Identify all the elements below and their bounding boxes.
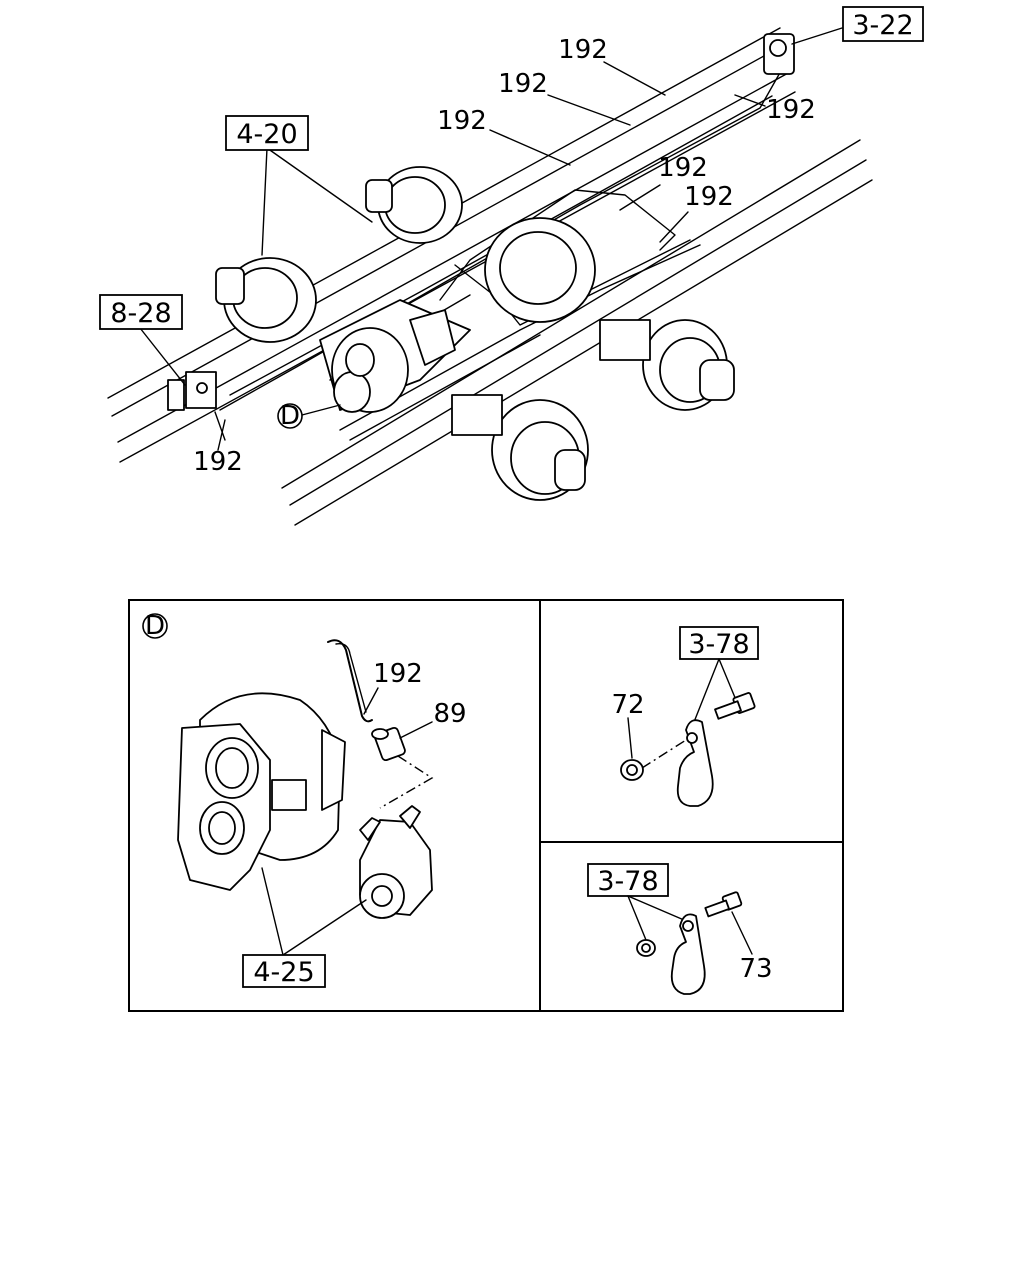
main-assembly-view: 3-22 4-20 8-28 D 192 192 192 192 192 192… [99,6,924,526]
callout-ref-4-25: 4-25 [242,954,326,988]
svg-text:8-28: 8-28 [110,298,171,329]
svg-text:3-78: 3-78 [688,629,749,660]
lower-axle-drum [451,394,589,501]
callout-ref-3-78-lower: 3-78 [587,863,669,897]
pipe-label: 192 [766,95,816,125]
main-leaders [139,27,843,451]
svg-text:3-78: 3-78 [597,866,658,897]
callout-ref-3-78-upper: 3-78 [679,626,759,660]
svg-text:D: D [280,401,300,431]
actuator-cylinder [359,805,433,919]
nut-label: 72 [611,690,644,720]
left-axle-drum [215,257,317,343]
callout-ref-3-22: 3-22 [842,6,924,42]
connector-89 [371,726,406,762]
svg-text:4-20: 4-20 [236,119,297,150]
callout-ref-8-28: 8-28 [99,294,183,330]
detail-panels [128,599,844,1012]
left-valve-bracket [167,371,217,411]
nut-72 [620,759,644,781]
pipe-label: 192 [558,35,608,65]
pipe-label: 192 [684,182,734,212]
pipe-clip-upper [676,719,714,807]
nut-lower [636,939,656,957]
housing-casting [177,692,346,891]
detail-d-marker: D [142,611,168,641]
bolt-73 [704,891,743,918]
pipe-label: 192 [498,69,548,99]
svg-text:D: D [145,611,165,641]
bolt-upper [714,692,756,720]
pipe-label: 192 [373,659,423,689]
right-axle-drum [599,319,735,411]
svg-text:4-25: 4-25 [253,957,314,988]
pipe-label: 192 [193,447,243,477]
detail-d-leaders [261,687,433,956]
upper-axle-drum [365,166,463,244]
connector-label: 89 [433,699,466,729]
pipe-clip-lower [670,913,706,995]
alignment-line [379,755,434,809]
detail-d-marker-main: D [277,401,303,431]
clip-detail-upper: 3-78 72 [611,626,759,807]
pipe-label: 192 [437,106,487,136]
svg-text:3-22: 3-22 [852,10,913,41]
callout-ref-4-20: 4-20 [225,115,309,151]
differential-housing [319,217,596,413]
top-right-fitting [763,33,795,75]
brake-pipe-192 [327,639,373,723]
bolt-label: 73 [739,954,772,984]
detail-d-panel: D [142,611,467,988]
clip-detail-lower: 3-78 73 [587,863,773,995]
pipe-label: 192 [658,153,708,183]
